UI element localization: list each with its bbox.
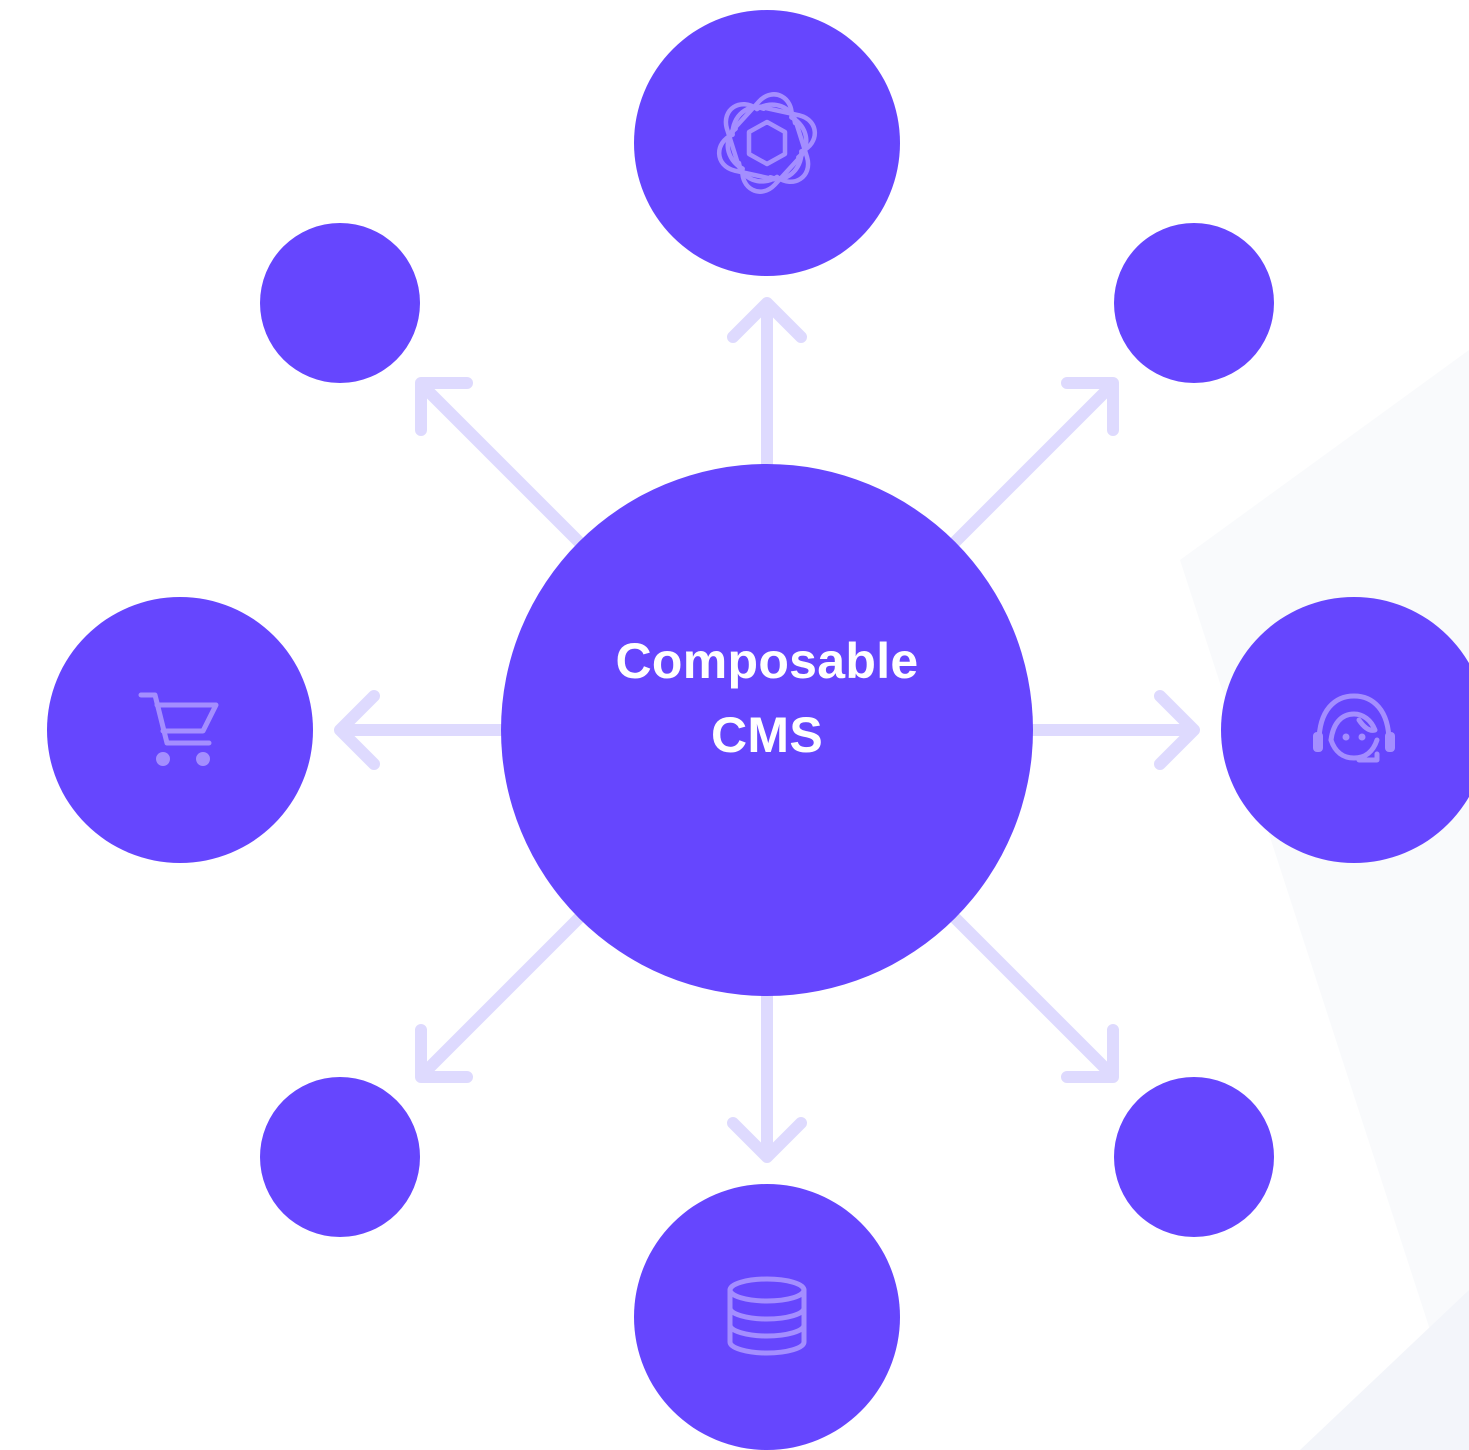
- arrow-down: [727, 990, 807, 1163]
- node-top-right[interactable]: [1114, 223, 1274, 383]
- node-top[interactable]: [634, 10, 900, 276]
- arrow-up-right: [949, 377, 1119, 548]
- customer-support-headset-icon: [1311, 690, 1397, 770]
- openai-icon: [715, 91, 819, 195]
- node-bottom-left[interactable]: [260, 1077, 420, 1237]
- arrow-down-right: [949, 912, 1119, 1083]
- node-bottom[interactable]: [634, 1184, 900, 1450]
- center-node-composable-cms[interactable]: Composable CMS: [501, 464, 1033, 996]
- center-node-label: Composable CMS: [615, 624, 918, 772]
- arrow-right: [1027, 690, 1200, 770]
- node-right[interactable]: [1221, 597, 1469, 863]
- center-label-line1: Composable: [615, 633, 919, 689]
- center-label-line2: CMS: [710, 707, 823, 763]
- shopping-cart-icon: [137, 689, 221, 771]
- node-bottom-right[interactable]: [1114, 1077, 1274, 1237]
- node-left[interactable]: [47, 597, 313, 863]
- arrow-up-left: [415, 377, 585, 548]
- database-icon: [725, 1276, 809, 1358]
- arrow-up: [727, 297, 807, 471]
- node-top-left[interactable]: [260, 223, 420, 383]
- arrow-left: [334, 690, 507, 770]
- arrow-down-left: [415, 912, 585, 1083]
